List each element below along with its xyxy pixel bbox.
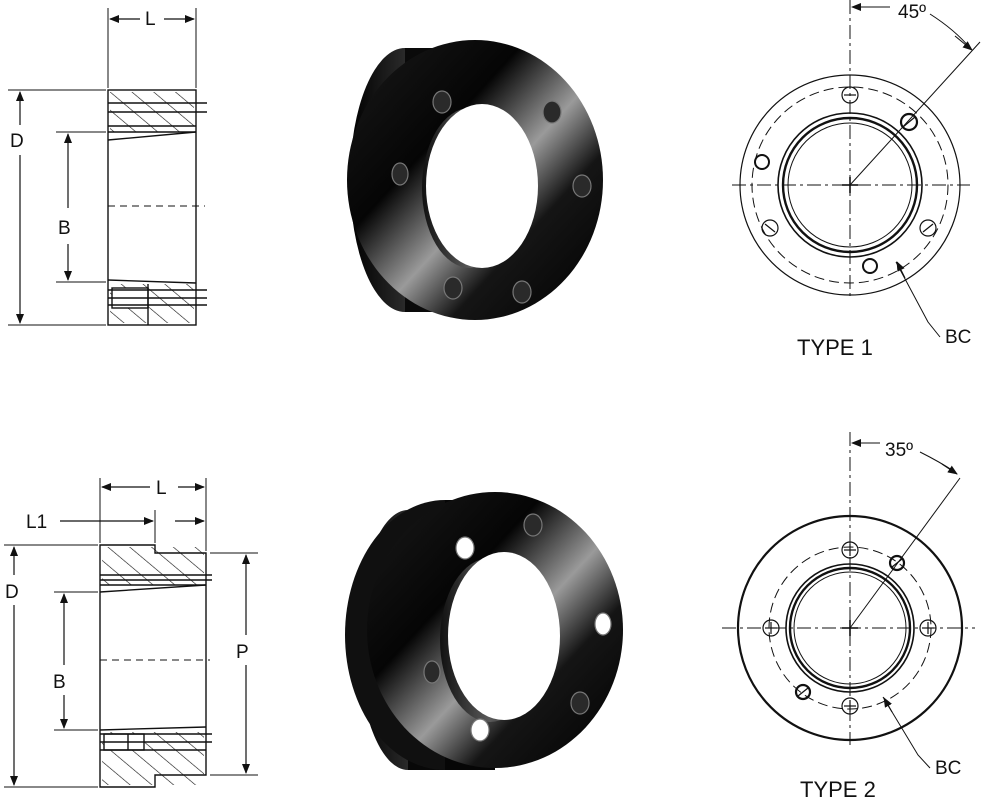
type2-angle-label: 35º [885, 440, 913, 461]
type2-face-view [722, 432, 975, 769]
type2-bc-label: BC [935, 758, 961, 779]
type1-bolt-holes [391, 90, 592, 304]
type2-section-view [4, 478, 258, 788]
type1-isometric-view [347, 40, 603, 320]
type1-bore-opening [426, 104, 538, 268]
type1-angle-label: 45º [898, 2, 926, 23]
type1-face-view [732, 0, 981, 338]
type1-bc-label: BC [945, 327, 971, 348]
type2-flange-length-label: L1 [26, 512, 47, 533]
type2-bolt-holes [423, 513, 612, 742]
type2-length-label: L [156, 478, 167, 499]
type1-face-bolt-holes [754, 86, 937, 274]
type1-label: TYPE 1 [797, 335, 873, 360]
type1-length-label: L [145, 9, 156, 30]
type2-bore-label: B [53, 672, 66, 693]
type2-isometric-view [345, 492, 623, 770]
type2-label: TYPE 2 [800, 777, 876, 802]
type2-face-bolt-holes [762, 541, 937, 715]
type2-outer-dia-label: D [5, 582, 19, 603]
type2-bore-opening [448, 552, 560, 720]
type2-pilot-dia-label: P [236, 642, 249, 663]
type1-outer-dia-label: D [10, 131, 24, 152]
type1-section-outline [107, 89, 197, 326]
type1-section-view [8, 8, 207, 326]
type1-bore-label: B [58, 218, 71, 239]
